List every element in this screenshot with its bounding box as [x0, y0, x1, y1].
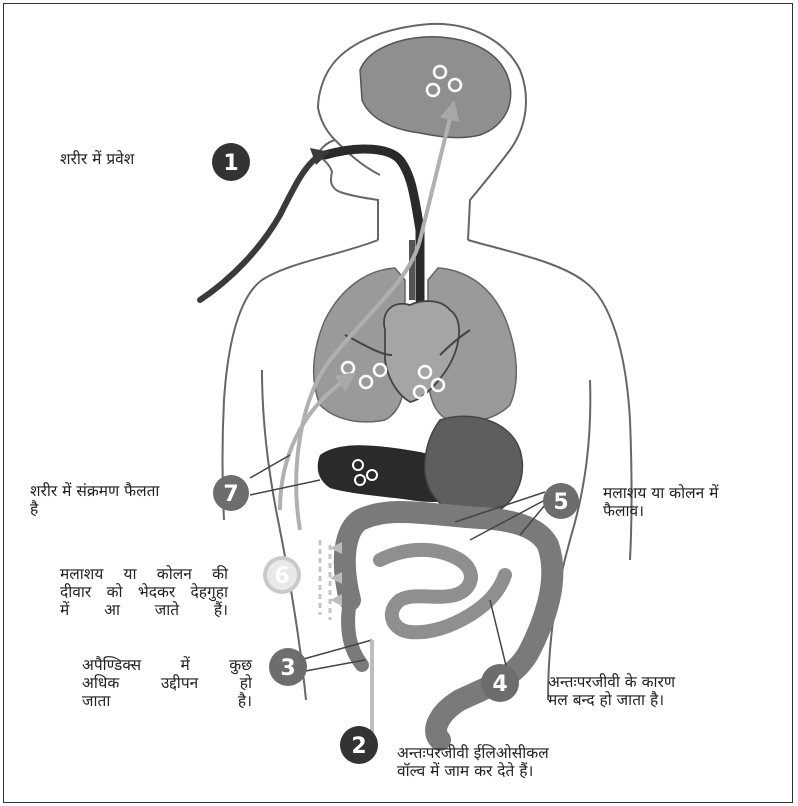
badge-7: 7 [213, 475, 249, 511]
label-entry: शरीर में प्रवेश [60, 150, 134, 168]
badge-4: 4 [481, 664, 519, 702]
badge-6: 6 [263, 556, 301, 594]
badge-3: 3 [269, 648, 307, 686]
label-infection-spread: शरीर में संक्रमण फैलता है [30, 482, 159, 518]
badge-3-number: 3 [280, 656, 295, 681]
badge-1-number: 1 [223, 151, 238, 176]
label-ileocecal-valve: अन्तःपरजीवी ईलिओसीकल वॉल्व में जाम कर दे… [397, 744, 549, 780]
badge-6-number: 6 [274, 564, 289, 589]
label-wall-penetration: मलाशय या कोलन की दीवार को भेदकर देहगुहा … [60, 565, 228, 619]
label-appendix: अपैण्डिक्स में कुछ अधिक उद्दीपन हो जाता … [82, 656, 252, 710]
badge-4-number: 4 [492, 672, 507, 697]
wall-penetration-marks [320, 540, 330, 620]
badge-5-number: 5 [553, 490, 568, 515]
badge-7-number: 7 [223, 482, 238, 507]
badge-1: 1 [212, 143, 250, 181]
stomach [425, 416, 523, 516]
label-dilation: मलाशय या कोलन में फैलाव। [603, 484, 718, 520]
badge-2-number: 2 [351, 734, 366, 759]
appendix [348, 600, 362, 665]
badge-5: 5 [543, 483, 579, 519]
small-intestine [380, 550, 505, 632]
badge-2: 2 [340, 726, 378, 764]
brain [360, 37, 511, 138]
label-blockage: अन्तःपरजीवी के कारण मल बन्द हो जाता है। [548, 673, 675, 709]
